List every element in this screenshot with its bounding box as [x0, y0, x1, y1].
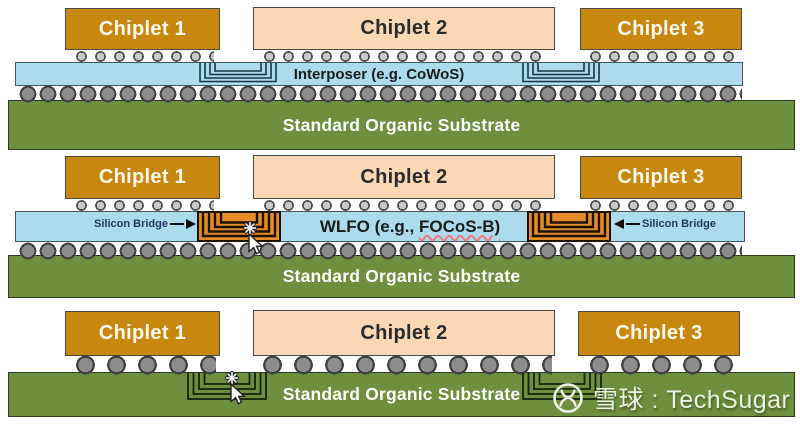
silicon-bridge-block: [197, 211, 281, 242]
interposer-label: Interposer (e.g. CoWoS): [293, 65, 465, 83]
bga-ball-row: [257, 355, 552, 375]
microbump-row: [586, 50, 736, 63]
chiplet-3-box: Chiplet 3: [580, 8, 742, 50]
busy-cursor-icon: [224, 371, 246, 405]
silicon-bridge-left-label: Silicon Bridge: [94, 218, 168, 230]
substrate-bar: Standard Organic Substrate: [8, 100, 795, 150]
substrate-routing-icon: [187, 373, 267, 400]
substrate-bar: Standard Organic Substrate: [8, 372, 795, 417]
chiplet-1-label: Chiplet 1: [98, 17, 187, 40]
microbump-row: [260, 50, 548, 63]
microbump-row: [72, 199, 214, 212]
arrow-line: [626, 223, 640, 225]
arrow-right-icon: [186, 219, 196, 229]
silicon-bridge-callout-right: Silicon Bridge: [614, 218, 754, 230]
chiplet-2-box: Chiplet 2: [253, 7, 555, 50]
bga-ball-row: [18, 85, 742, 103]
bridge-routing-icon: [201, 213, 277, 238]
microbump-row: [586, 199, 736, 212]
watermark: 雪球 : TechSugar: [551, 380, 790, 416]
silicon-bridge-block: [527, 211, 611, 242]
chiplet-3-box: Chiplet 3: [580, 156, 742, 199]
chiplet-1-label: Chiplet 1: [98, 322, 187, 344]
chiplet-3-label: Chiplet 3: [617, 166, 705, 188]
bridge-routing-icon: [531, 213, 607, 238]
bga-ball-row: [18, 242, 742, 260]
interposer-routing-icon: [522, 63, 600, 83]
chiplet-3-box: Chiplet 3: [578, 311, 740, 356]
microbump-row: [72, 50, 214, 63]
wlfo-label: WLFO (e.g., FOCoS-B): [76, 212, 744, 241]
xueqiu-snowball-logo-icon: [553, 383, 583, 413]
chiplet-3-label: Chiplet 3: [615, 322, 703, 344]
substrate-bar: Standard Organic Substrate: [8, 255, 795, 298]
chiplet-1-label: Chiplet 1: [98, 166, 187, 188]
chiplet-2-box: Chiplet 2: [253, 310, 555, 356]
silicon-bridge-right-label: Silicon Bridge: [642, 218, 716, 230]
interposer-bar: Interposer (e.g. CoWoS): [15, 62, 743, 86]
substrate-label: Standard Organic Substrate: [282, 114, 521, 135]
chiplet-2-box: Chiplet 2: [253, 155, 555, 199]
interposer-routing-icon: [199, 63, 277, 83]
chiplet-2-label: Chiplet 2: [360, 321, 448, 344]
busy-cursor-icon: [242, 221, 264, 255]
chiplet-1-box: Chiplet 1: [65, 156, 220, 199]
chiplet-1-box: Chiplet 1: [65, 8, 220, 50]
arrow-line: [170, 223, 184, 225]
wlfo-label-flagged: FOCoS-B): [418, 216, 501, 236]
wlfo-label-prefix: WLFO (e.g.,: [319, 216, 419, 236]
substrate-label: Standard Organic Substrate: [282, 384, 521, 404]
bga-ball-row: [70, 355, 216, 375]
bga-ball-row: [584, 355, 738, 375]
silicon-bridge-callout-left: Silicon Bridge: [58, 218, 196, 230]
chiplet-2-label: Chiplet 2: [360, 165, 448, 188]
arrow-left-icon: [614, 219, 624, 229]
watermark-text: 雪球 : TechSugar: [593, 386, 791, 414]
chiplet-1-box: Chiplet 1: [65, 311, 220, 356]
chiplet-3-label: Chiplet 3: [617, 17, 705, 40]
chiplet-2-label: Chiplet 2: [360, 17, 448, 39]
substrate-label: Standard Organic Substrate: [282, 266, 521, 286]
microbump-row: [260, 199, 548, 212]
